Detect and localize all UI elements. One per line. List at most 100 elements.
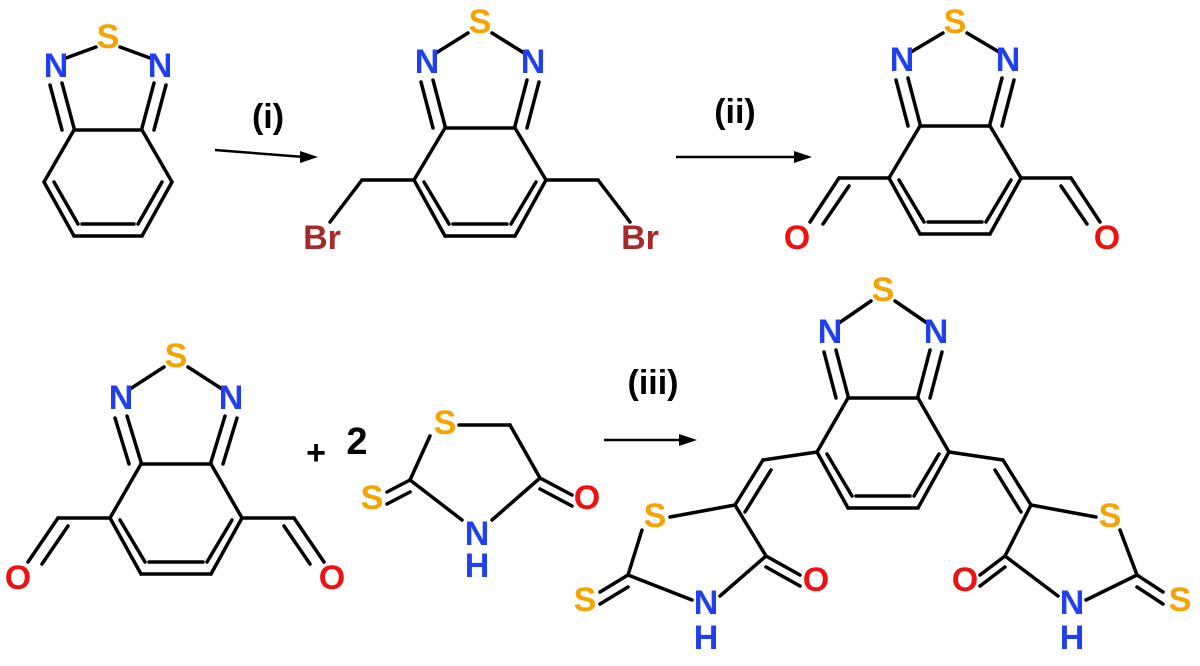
bond (385, 478, 412, 494)
bond (140, 81, 156, 130)
btd1-n-right: N (148, 47, 173, 85)
bond (909, 31, 945, 54)
stoichiometric-coefficient: 2 (346, 421, 367, 463)
arrow-i-head (300, 151, 318, 163)
rhod-s-thione: S (361, 479, 384, 517)
bond (538, 487, 574, 508)
arrow-ii-head (794, 151, 812, 163)
btd3-n-right: N (996, 41, 1021, 79)
bond (412, 178, 447, 238)
bond (837, 299, 873, 325)
bond (509, 180, 538, 226)
bond (988, 124, 1023, 180)
btd3-o-left: O (784, 219, 810, 257)
bond (916, 450, 951, 510)
btd4-s: S (165, 337, 188, 375)
bond (834, 348, 850, 398)
bond (764, 565, 802, 588)
prod-right-s-ring: S (1099, 497, 1122, 535)
btd4-n-left: N (109, 379, 134, 417)
bond (626, 528, 644, 577)
bond (1001, 458, 1033, 507)
bond (525, 80, 541, 130)
bond (598, 573, 630, 594)
bond (928, 350, 944, 400)
bond (412, 126, 447, 182)
prod-right-o: O (952, 561, 978, 599)
prod-left-n: N (694, 584, 719, 622)
bond (209, 414, 227, 464)
plus-sign: + (306, 434, 326, 472)
step-iii-label: (iii) (628, 364, 679, 402)
bond (718, 554, 768, 598)
bond (1000, 78, 1016, 128)
bond (993, 468, 1023, 514)
bond (947, 450, 1005, 462)
bond (668, 503, 737, 519)
btd1-s: S (97, 18, 120, 56)
bond (419, 80, 435, 130)
bond (1069, 176, 1102, 224)
bond (1135, 585, 1165, 606)
bond (1003, 554, 1060, 598)
bond (48, 83, 64, 132)
bond (64, 45, 98, 60)
bond (1029, 503, 1098, 519)
bond (186, 365, 224, 391)
bond (916, 396, 951, 454)
btd4-o-left: O (5, 559, 31, 597)
bond (893, 299, 929, 325)
bond (42, 180, 76, 238)
bond (513, 126, 548, 182)
bond (764, 554, 802, 577)
bond (1003, 503, 1033, 558)
btd2-br-right: Br (621, 219, 659, 257)
prod-right-s-thione: S (1169, 581, 1192, 619)
bond (598, 585, 630, 606)
prod-btd-n-right: N (924, 313, 949, 351)
bond (490, 31, 526, 55)
bond (385, 490, 412, 506)
prod-left-o: O (803, 561, 829, 599)
bond (205, 518, 234, 564)
btd2-n-left: N (415, 43, 440, 81)
btd2-n-right: N (521, 43, 546, 81)
bond (626, 573, 694, 602)
bond (916, 348, 932, 398)
bond (808, 176, 841, 224)
bond (209, 462, 244, 520)
bond (328, 178, 364, 224)
rhod-s-ring: S (434, 404, 457, 442)
bond (422, 180, 451, 226)
bond (965, 31, 1001, 54)
prod-btd-n-left: N (818, 313, 843, 351)
btd4-n-right: N (219, 379, 244, 417)
bond (825, 452, 854, 498)
prod-right-n: N (1060, 584, 1085, 622)
bond (1084, 573, 1139, 602)
bond (152, 83, 168, 132)
bond (743, 468, 773, 514)
btd3-o-right: O (1094, 219, 1120, 257)
bond (508, 423, 542, 480)
bond (125, 414, 143, 464)
bond (108, 516, 143, 576)
bond (733, 458, 765, 507)
bond (984, 178, 1013, 224)
step-ii-label: (ii) (714, 93, 756, 131)
bond (118, 518, 147, 564)
prod-btd-s: S (872, 271, 895, 309)
bond (282, 524, 312, 566)
bond (108, 462, 143, 520)
bond (887, 124, 922, 180)
bond (26, 516, 60, 564)
bond (408, 434, 432, 482)
bond (988, 176, 1023, 236)
bond (887, 176, 922, 236)
bond (513, 178, 548, 238)
bond (434, 31, 470, 55)
bond (40, 524, 70, 566)
bond (978, 554, 1007, 577)
btd2-s: S (469, 3, 492, 41)
